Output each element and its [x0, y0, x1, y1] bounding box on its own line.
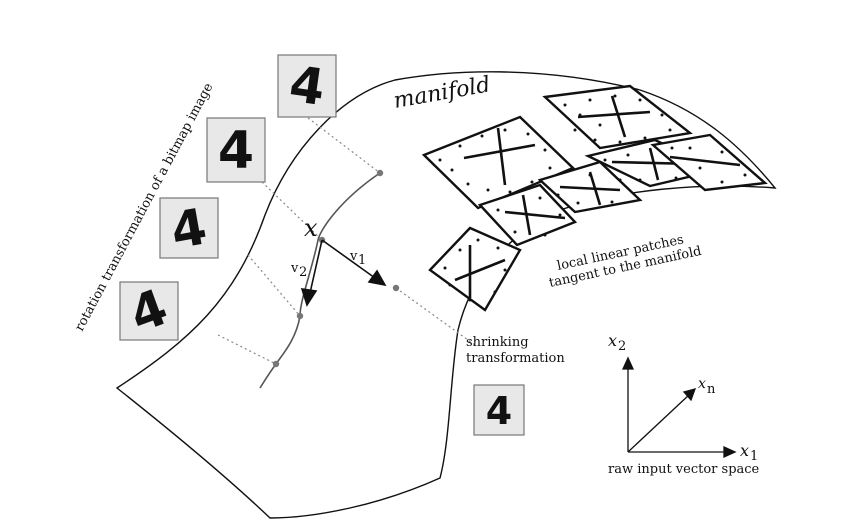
axis-xn-label: x n — [698, 376, 716, 397]
patch — [542, 84, 693, 150]
linear-patches — [421, 84, 768, 312]
vector-space-axes — [621, 356, 737, 459]
patch-dots — [438, 94, 747, 302]
x1-arrowhead — [723, 445, 737, 459]
svg-text:1: 1 — [750, 449, 758, 464]
svg-text:v: v — [349, 249, 358, 264]
curve-points — [272, 169, 400, 368]
curve-point — [392, 284, 400, 292]
v1-arrowhead — [367, 269, 387, 287]
svg-text:1: 1 — [358, 253, 366, 268]
x2-arrowhead — [621, 356, 635, 370]
digit-box-2: 4 — [206, 117, 266, 183]
axis-x2-label: x 2 — [608, 331, 626, 354]
patch — [537, 160, 643, 214]
svg-text:v: v — [290, 261, 299, 276]
axis-x1-label: x 1 — [740, 441, 758, 464]
digit-box-5: 4 — [473, 384, 525, 436]
curve-point — [272, 360, 280, 368]
svg-text:n: n — [707, 382, 716, 397]
vector-space-label: raw input vector space — [608, 462, 760, 477]
v2-arrowhead — [300, 288, 318, 307]
xn-arrowhead — [682, 388, 697, 402]
svg-text:2: 2 — [618, 339, 626, 354]
svg-text:x: x — [740, 441, 749, 460]
curve-point — [376, 169, 384, 177]
digit-box-4: 4 — [119, 278, 179, 344]
svg-text:x: x — [698, 376, 706, 392]
digit-image-text: 4 — [218, 121, 254, 181]
v1-label: v 1 — [349, 249, 366, 268]
point-x-label: x — [304, 214, 318, 242]
svg-text:x: x — [608, 331, 617, 350]
svg-text:2: 2 — [299, 265, 307, 280]
shrinking-label-line1: shrinking — [466, 335, 529, 350]
digit-box-3: 4 — [159, 197, 219, 261]
curve-point — [296, 312, 304, 320]
digit-image-text: 4 — [286, 55, 329, 117]
v2-label: v 2 — [290, 261, 307, 280]
shrinking-label-line2: transformation — [466, 351, 565, 366]
digit-box-1: 4 — [277, 54, 337, 118]
projection-lines — [217, 117, 476, 365]
patch — [421, 115, 576, 210]
patch — [650, 133, 768, 192]
patch — [477, 183, 578, 247]
digit-image-text: 4 — [486, 389, 512, 433]
tangent-vectors — [300, 239, 387, 307]
